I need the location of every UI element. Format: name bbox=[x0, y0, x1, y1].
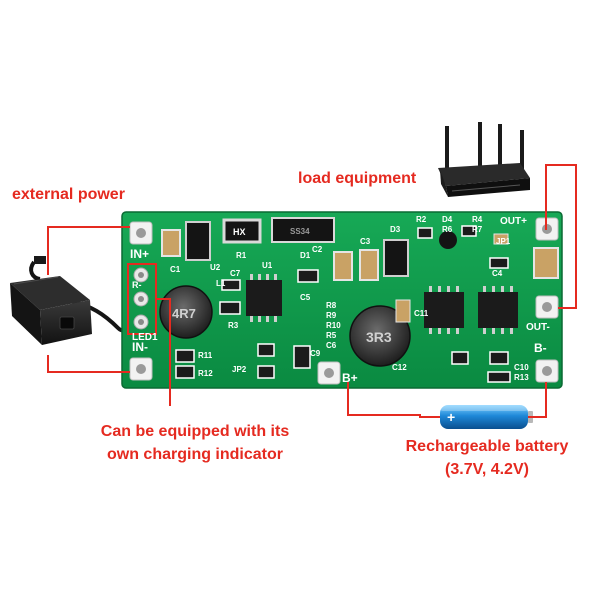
pin-label-out-minus: OUT- bbox=[526, 322, 550, 333]
pin-label-in-plus: IN+ bbox=[130, 247, 149, 261]
refdes-r10: R10 bbox=[326, 321, 341, 330]
refdes-c6: C6 bbox=[326, 341, 337, 350]
refdes-d4: D4 bbox=[442, 215, 453, 224]
pin-label-b-minus: B- bbox=[534, 341, 547, 355]
refdes-r11: R13 bbox=[514, 373, 529, 382]
refdes-d3: D3 bbox=[390, 225, 401, 234]
refdes-r5: R5 bbox=[326, 331, 337, 340]
power-adapter-image bbox=[10, 256, 137, 345]
refdes-d1: D1 bbox=[300, 251, 311, 260]
refdes-c2: C2 bbox=[312, 245, 323, 254]
refdes-r9: R9 bbox=[326, 311, 337, 320]
refdes-c7: C7 bbox=[230, 269, 241, 278]
refdes-r12: R11 bbox=[198, 351, 213, 360]
label-battery-line1: Rechargeable battery bbox=[405, 438, 569, 455]
refdes-c3: C3 bbox=[360, 237, 371, 246]
pin-label-out-plus: OUT+ bbox=[500, 216, 527, 227]
refdes-u2: U2 bbox=[210, 263, 221, 272]
pin-label-r-minus: R- bbox=[132, 280, 142, 290]
battery-plus-symbol: + bbox=[447, 409, 455, 425]
label-charging-indicator: Can be equipped with its own charging in… bbox=[70, 420, 320, 466]
label-load-equipment: load equipment bbox=[298, 170, 417, 187]
label-battery: Rechargeable battery (3.7V, 4.2V) bbox=[388, 435, 586, 481]
connector-lines bbox=[47, 164, 577, 418]
inductor-marking-4r7: 4R7 bbox=[172, 306, 196, 321]
refdes-r6: R6 bbox=[442, 225, 453, 234]
label-external-power: external power bbox=[12, 186, 125, 203]
refdes-c12: C12 bbox=[392, 363, 407, 372]
pcb-board bbox=[121, 211, 563, 389]
refdes-c5: C5 bbox=[300, 293, 311, 302]
refdes-l1: L1 bbox=[216, 279, 226, 288]
chip-marking-ss34: SS34 bbox=[290, 227, 310, 236]
refdes-r3: R3 bbox=[228, 321, 239, 330]
refdes-c10: C10 bbox=[514, 363, 529, 372]
label-charging-indicator-line1: Can be equipped with its bbox=[100, 423, 290, 440]
inductor-marking-3r3: 3R3 bbox=[366, 329, 392, 345]
label-battery-line2: (3.7V, 4.2V) bbox=[445, 461, 529, 478]
pin-label-led1: LED1 bbox=[132, 332, 158, 343]
pin-label-b-plus: B+ bbox=[342, 371, 358, 385]
refdes-r8: R8 bbox=[326, 301, 337, 310]
refdes-r2: R2 bbox=[416, 215, 427, 224]
refdes-c4: C4 bbox=[492, 269, 503, 278]
refdes-r4: R4 bbox=[472, 215, 483, 224]
refdes-c11: C11 bbox=[414, 309, 429, 318]
refdes-u1: U1 bbox=[262, 261, 273, 270]
refdes-c1: C1 bbox=[170, 265, 181, 274]
refdes-r7: R7 bbox=[472, 225, 483, 234]
label-charging-indicator-line2: own charging indicator bbox=[106, 446, 283, 463]
router-image bbox=[438, 122, 530, 197]
refdes-jp1: JP1 bbox=[496, 237, 511, 246]
refdes-c9: C9 bbox=[310, 349, 321, 358]
chip-marking-hx: HX bbox=[233, 227, 246, 237]
pin-label-in-minus: IN- bbox=[132, 340, 148, 354]
refdes-r13: R12 bbox=[198, 369, 213, 378]
refdes-jp2: JP2 bbox=[232, 365, 247, 374]
board-silkscreen: IN+ IN- R- LED1 OUT+ OUT- B+ B- HX SS34 … bbox=[130, 215, 550, 385]
refdes-r1: R1 bbox=[236, 251, 247, 260]
